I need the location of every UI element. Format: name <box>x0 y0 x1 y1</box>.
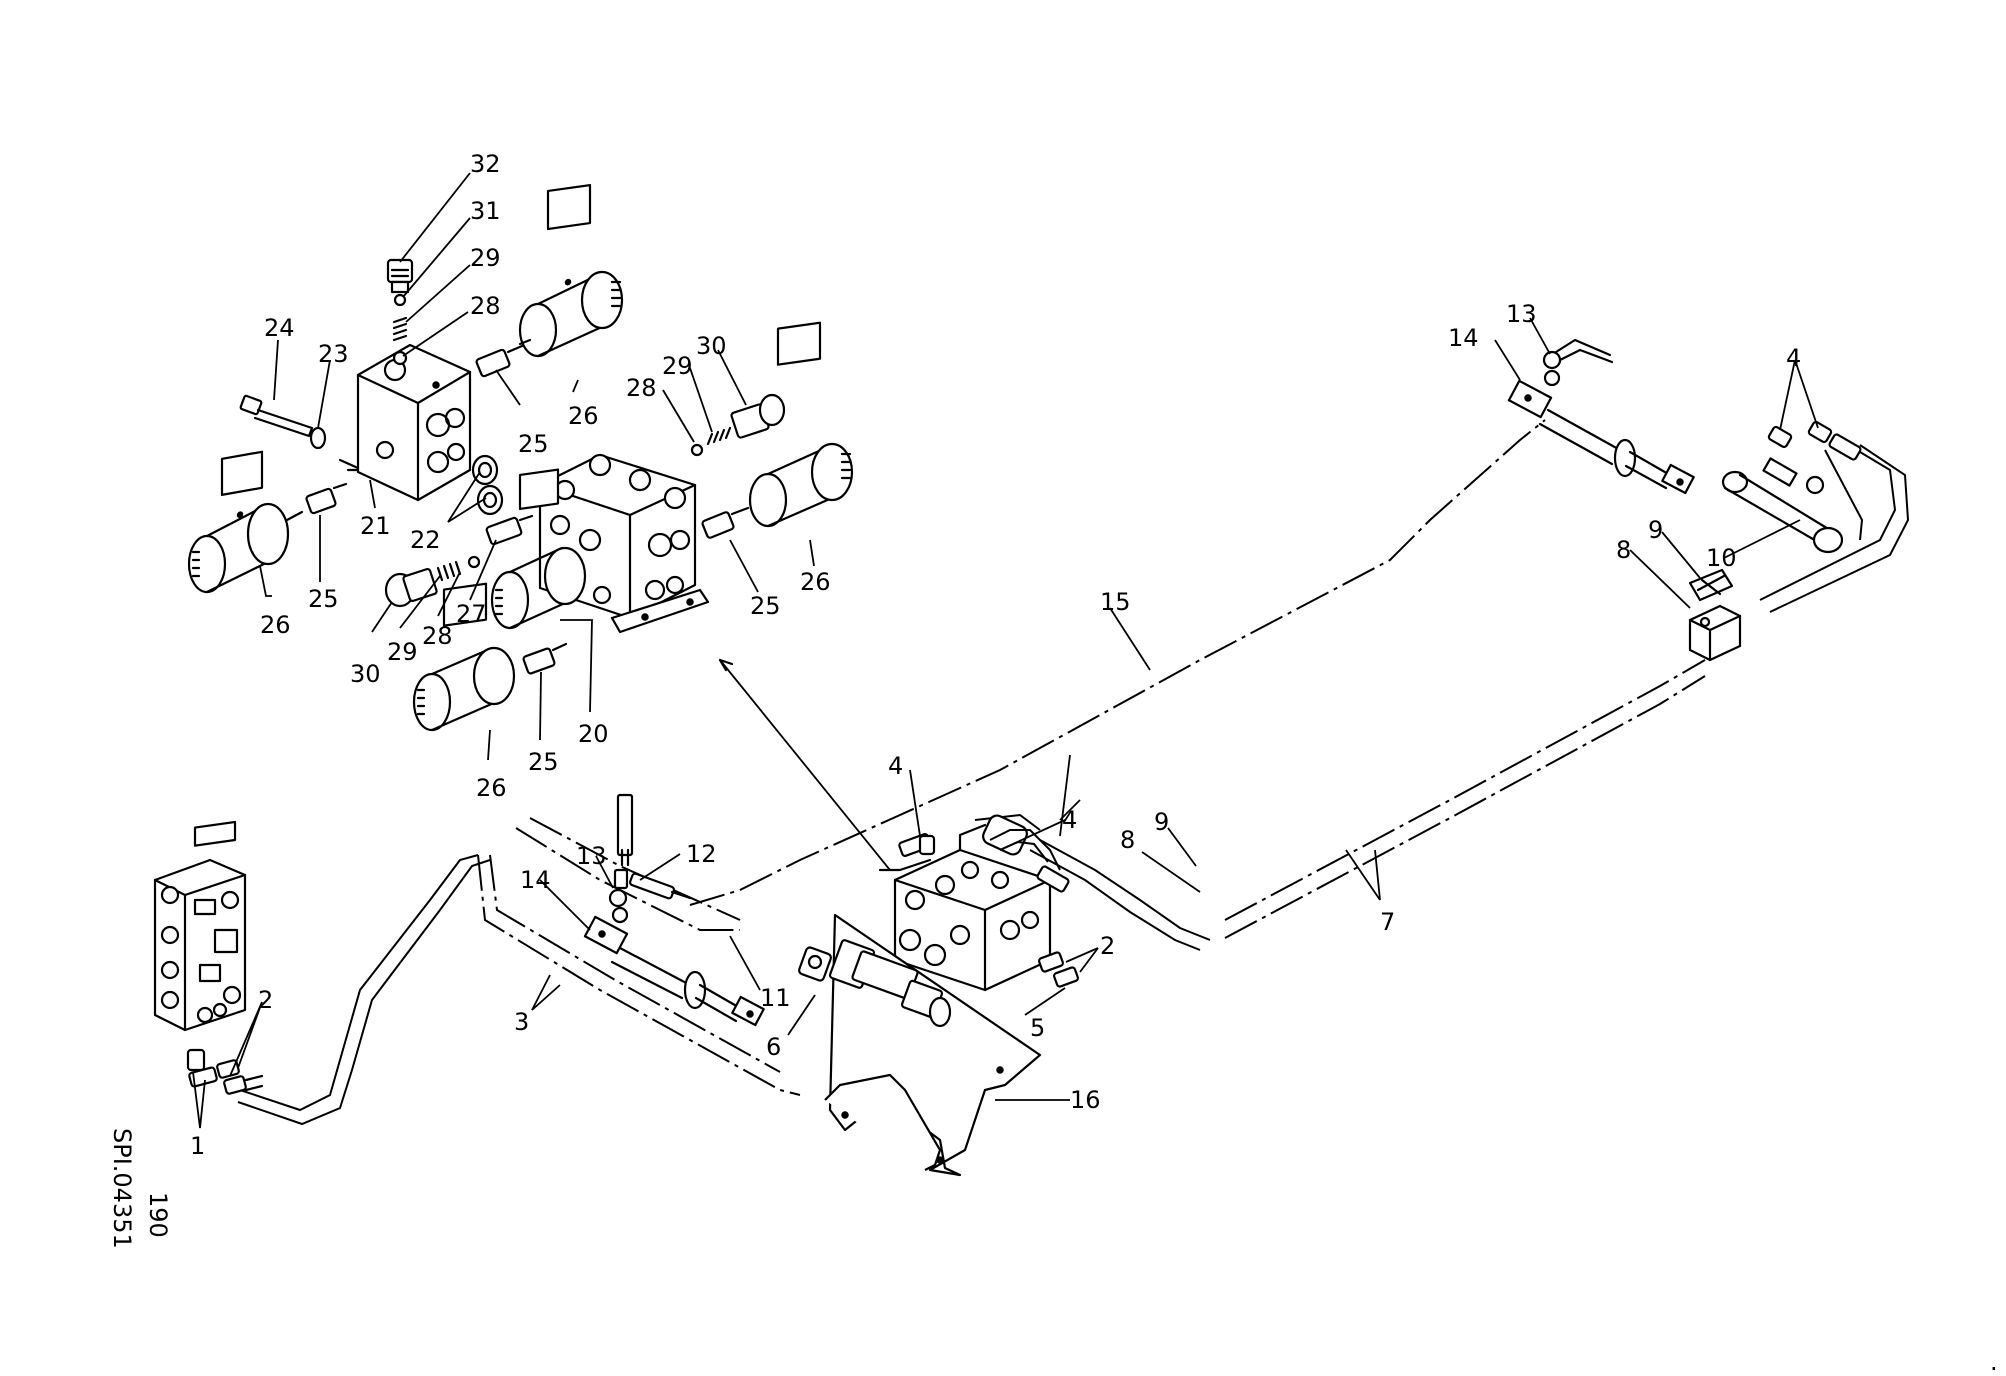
callout-24: 24 <box>264 314 295 342</box>
callout-1: 1 <box>190 1132 205 1160</box>
callout-14: 14 <box>1448 324 1479 352</box>
callout-27: 27 <box>456 600 487 628</box>
spring-29-right <box>706 426 732 446</box>
callout-25: 25 <box>528 748 559 776</box>
callout-8: 8 <box>1616 536 1631 564</box>
callout-20: 20 <box>578 720 609 748</box>
fittings-13-12-left <box>608 793 692 924</box>
callout-2: 2 <box>1100 932 1115 960</box>
callout-26: 26 <box>476 774 507 802</box>
solenoid-coil-26-left <box>187 450 304 594</box>
callout-labels: 32 31 29 28 24 23 26 25 21 22 26 25 30 2… <box>190 150 1801 1160</box>
fitting-25-left <box>305 482 348 515</box>
callout-14: 14 <box>520 866 551 894</box>
callout-30: 30 <box>350 660 381 688</box>
seal-31 <box>393 293 407 307</box>
clamp-8-right <box>1688 604 1742 662</box>
callout-31: 31 <box>470 197 501 225</box>
ball-28-right <box>690 443 704 457</box>
spring-29-top <box>392 316 408 342</box>
callout-7: 7 <box>1380 908 1395 936</box>
ball-28-top <box>392 350 408 366</box>
cartridge-27 <box>485 514 534 546</box>
callout-4: 4 <box>888 752 903 780</box>
solenoid-coil-26-center <box>490 468 587 630</box>
fitting-25-right <box>701 506 750 539</box>
cap-30-left <box>384 567 438 608</box>
callout-23: 23 <box>318 340 349 368</box>
callout-13: 13 <box>1506 300 1537 328</box>
callout-8: 8 <box>1120 826 1135 854</box>
callout-11: 11 <box>760 984 791 1012</box>
callout-32: 32 <box>470 150 501 178</box>
hose-11 <box>515 817 741 931</box>
fittings-2-center <box>1038 951 1079 988</box>
callout-16: 16 <box>1070 1086 1101 1114</box>
ball-28-left <box>467 555 481 569</box>
callout-26: 26 <box>260 611 291 639</box>
screw-24 <box>239 394 314 438</box>
drawing-code: SPI.04351 <box>108 1128 136 1249</box>
solenoid-coil-26-right <box>748 321 854 528</box>
callout-4: 4 <box>1786 344 1801 372</box>
leader-lines <box>192 172 1819 1129</box>
callout-13: 13 <box>576 842 607 870</box>
plug-32 <box>386 258 414 294</box>
valve-assembly-5 <box>878 814 1052 992</box>
cylinder-14-right <box>1507 379 1695 495</box>
fitting-4-center <box>918 834 936 856</box>
callout-28: 28 <box>470 292 501 320</box>
valve-block-21 <box>338 343 472 502</box>
callout-29: 29 <box>387 638 418 666</box>
hose-3 <box>477 854 801 1096</box>
pump-unit-6 <box>798 939 952 1028</box>
callout-21: 21 <box>360 512 391 540</box>
plugs-22 <box>471 454 504 516</box>
hose-7 <box>1224 659 1706 939</box>
callout-12: 12 <box>686 840 717 868</box>
callout-6: 6 <box>766 1033 781 1061</box>
hose-left-loop <box>237 854 491 1126</box>
solenoid-coil-26-top <box>518 183 624 358</box>
fitting-25-top <box>475 344 524 378</box>
washer-23 <box>309 426 327 450</box>
label-9-right <box>1688 568 1734 602</box>
hose-right-loop <box>1759 439 1910 613</box>
callout-26: 26 <box>800 568 831 596</box>
callout-25: 25 <box>518 430 549 458</box>
control-valve-manifold <box>153 820 247 1032</box>
cylinder-10 <box>1721 457 1844 554</box>
callout-28: 28 <box>422 622 453 650</box>
drawing-number: 190 <box>144 1192 172 1238</box>
callout-28: 28 <box>626 374 657 402</box>
corner-mark: . <box>1990 1348 1998 1376</box>
callout-3: 3 <box>514 1008 529 1036</box>
fittings-4-right <box>1767 420 1862 495</box>
callout-29: 29 <box>470 244 501 272</box>
solenoid-coil-26-bottom <box>412 582 516 732</box>
fitting-25-bottom <box>522 642 568 675</box>
callout-25: 25 <box>750 592 781 620</box>
spring-29-left <box>436 560 462 582</box>
callout-9: 9 <box>1648 516 1663 544</box>
hose-15 <box>689 419 1546 906</box>
valve-block-20 <box>538 453 710 634</box>
callout-25: 25 <box>308 585 339 613</box>
callout-22: 22 <box>410 526 441 554</box>
callout-5: 5 <box>1030 1014 1045 1042</box>
callout-9: 9 <box>1154 808 1169 836</box>
callout-29: 29 <box>662 352 693 380</box>
callout-15: 15 <box>1100 588 1131 616</box>
cap-30-right <box>730 393 786 439</box>
callout-10: 10 <box>1706 544 1737 572</box>
elbow-13-right <box>1542 338 1614 387</box>
cylinder-14-left <box>583 915 765 1027</box>
callout-4: 4 <box>1062 806 1077 834</box>
fittings-1-2-left <box>186 1048 264 1095</box>
callout-30: 30 <box>696 332 727 360</box>
callout-26: 26 <box>568 402 599 430</box>
callout-2: 2 <box>258 986 273 1014</box>
